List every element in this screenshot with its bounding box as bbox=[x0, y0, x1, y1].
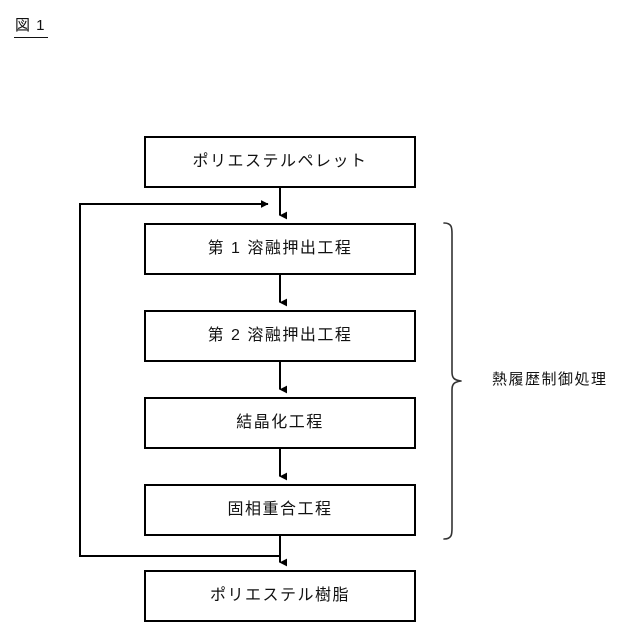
flow-box-solid-phase-polymerization[interactable]: 固相重合工程 bbox=[144, 484, 416, 536]
flow-box-pellet-label: ポリエステルペレット bbox=[192, 153, 368, 170]
flow-box-crystallization-label: 結晶化工程 bbox=[236, 414, 324, 431]
flow-box-pellet[interactable]: ポリエステルペレット bbox=[144, 136, 416, 188]
figure-caption: 図 1 bbox=[14, 16, 48, 38]
brace-annotation-label: 熱履歴制御処理 bbox=[492, 371, 608, 388]
flow-box-crystallization[interactable]: 結晶化工程 bbox=[144, 397, 416, 449]
flow-box-melt2[interactable]: 第 2 溶融押出工程 bbox=[144, 310, 416, 362]
flow-box-solid-phase-polymerization-label: 固相重合工程 bbox=[227, 501, 333, 518]
right-curly-brace-icon bbox=[443, 222, 462, 540]
flow-box-melt1[interactable]: 第 1 溶融押出工程 bbox=[144, 223, 416, 275]
flow-box-melt1-label: 第 1 溶融押出工程 bbox=[207, 240, 353, 257]
flow-box-resin[interactable]: ポリエステル樹脂 bbox=[144, 570, 416, 622]
flow-box-resin-label: ポリエステル樹脂 bbox=[209, 587, 350, 604]
flow-box-melt2-label: 第 2 溶融押出工程 bbox=[207, 327, 353, 344]
